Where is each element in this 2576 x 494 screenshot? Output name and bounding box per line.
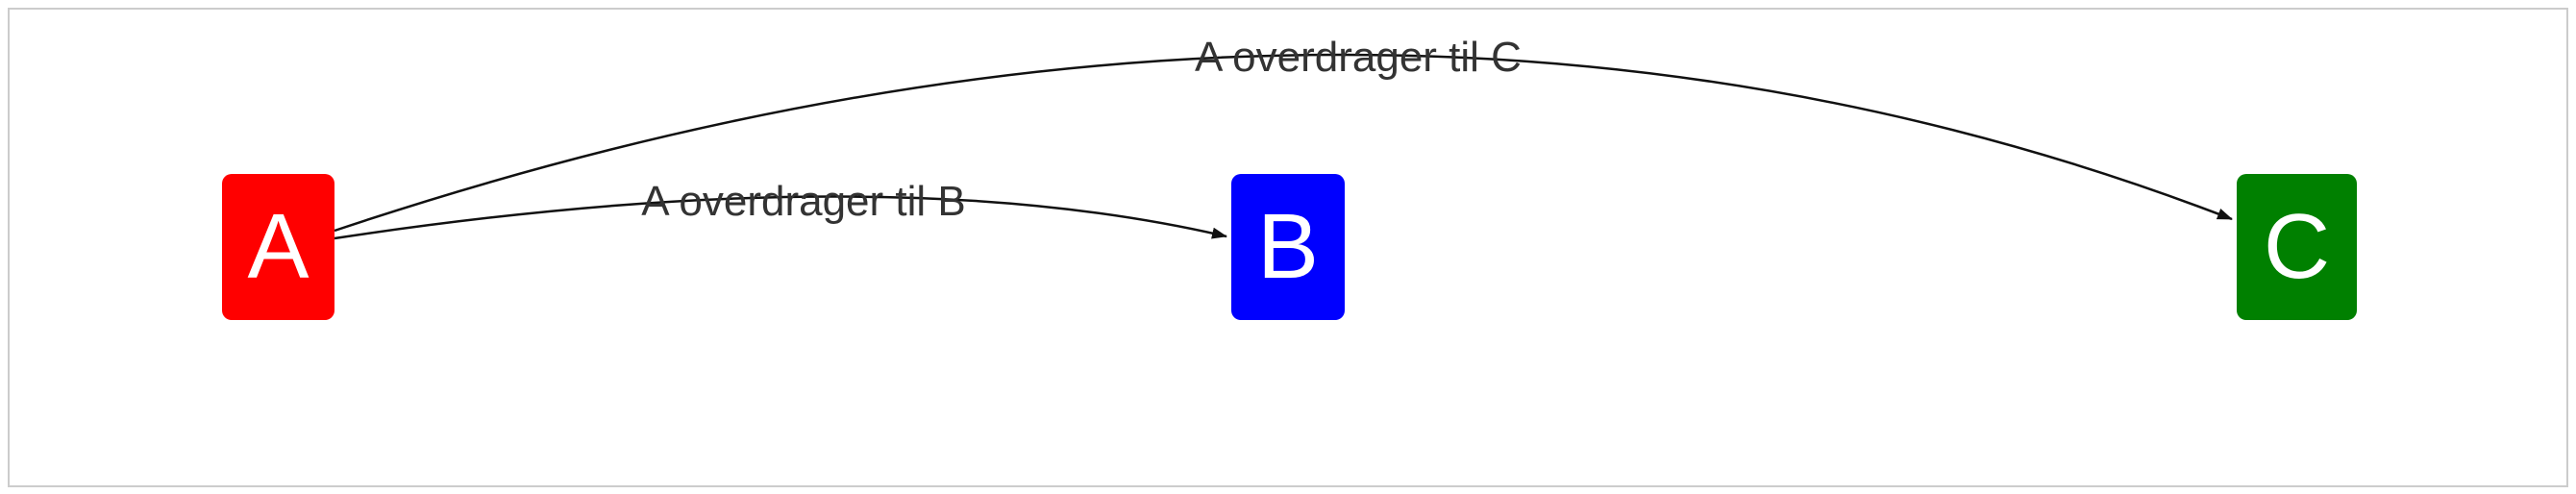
diagram-frame	[8, 8, 2568, 487]
node-b[interactable]: B	[1231, 174, 1345, 320]
node-c[interactable]: C	[2237, 174, 2357, 320]
edge-a-to-c	[334, 53, 2233, 233]
edge-label-a-to-c: A overdrager til C	[1195, 34, 1522, 81]
edge-label-a-to-b: A overdrager til B	[641, 178, 966, 225]
node-a-label: A	[247, 195, 309, 298]
node-a[interactable]: A	[222, 174, 334, 320]
node-a-box	[222, 174, 334, 320]
node-c-label: C	[2264, 195, 2330, 298]
edge-a-to-b	[334, 195, 1227, 240]
node-c-box	[2237, 174, 2357, 320]
node-b-box	[1231, 174, 1345, 320]
node-b-label: B	[1257, 195, 1319, 298]
